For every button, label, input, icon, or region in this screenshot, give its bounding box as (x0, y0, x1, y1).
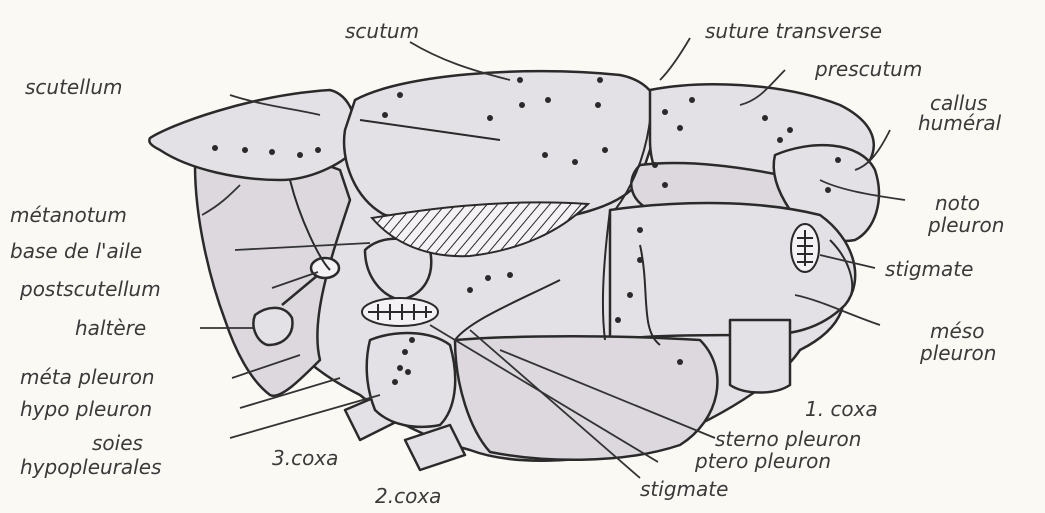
postscutellum-ring (311, 258, 339, 278)
stigmate-right-mark (791, 224, 819, 272)
label-meta-pleuron: méta pleuron (20, 366, 155, 388)
label-scutellum: scutellum (25, 76, 123, 98)
label-soies-1: soies (92, 432, 143, 454)
label-base-aile: base de l'aile (10, 240, 142, 262)
label-stigmate-right: stigmate (885, 258, 973, 280)
label-haltere: haltère (75, 317, 146, 339)
haltere-shape (253, 308, 292, 345)
label-noto-pleuron-2: pleuron (928, 214, 1004, 236)
coxa-1-shape (730, 320, 790, 393)
stigmate-bottom-mark (362, 298, 438, 326)
scutum-shape (344, 71, 660, 223)
label-scutum: scutum (345, 20, 419, 42)
label-noto-pleuron-1: noto (935, 192, 980, 214)
label-callus-humeral-2: huméral (918, 112, 1001, 134)
label-soies-2: hypopleurales (20, 456, 161, 478)
label-postscutellum: postscutellum (20, 278, 161, 300)
label-meso-pleuron-1: méso (930, 320, 984, 342)
label-coxa-1: 1. coxa (805, 398, 878, 420)
label-prescutum: prescutum (815, 58, 922, 80)
label-coxa-3: 3.coxa (272, 447, 338, 469)
label-coxa-2: 2.coxa (375, 485, 441, 507)
sterno-pleuron-shape (455, 336, 717, 460)
hypo-pleuron-shape (367, 333, 455, 427)
label-hypo-pleuron: hypo pleuron (20, 398, 152, 420)
label-metanotum: métanotum (10, 204, 127, 226)
label-meso-pleuron-2: pleuron (920, 342, 996, 364)
label-sterno-pleuron: sterno pleuron (715, 428, 861, 450)
label-stigmate-bottom: stigmate (640, 478, 728, 500)
scutellum-shape (149, 90, 356, 180)
label-ptero-pleuron: ptero pleuron (695, 450, 831, 472)
label-suture-transverse: suture transverse (705, 20, 882, 42)
